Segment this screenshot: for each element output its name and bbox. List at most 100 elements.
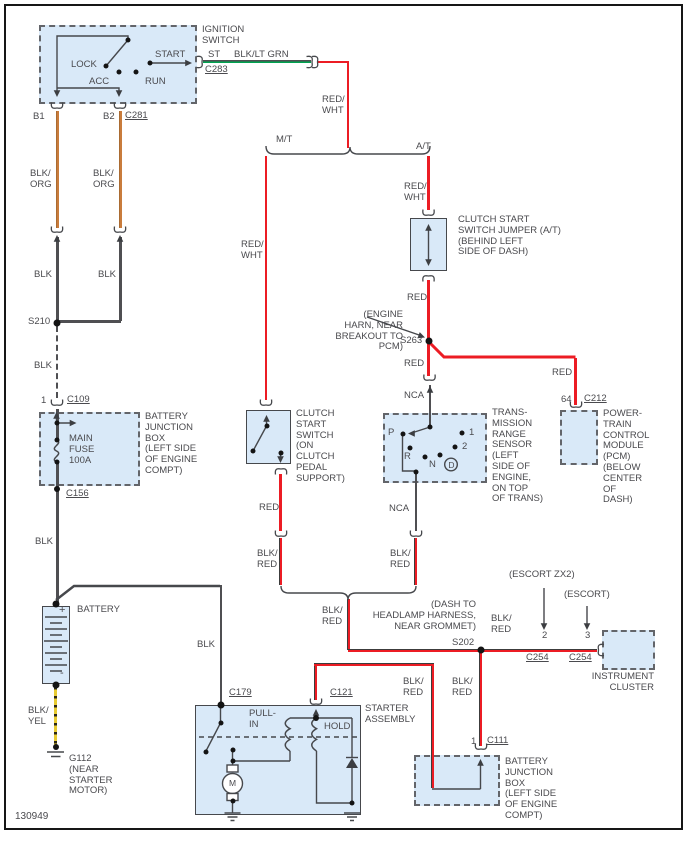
start-position: START — [155, 49, 186, 60]
c109-pin-1: 1 — [41, 395, 47, 406]
wire-c111-feed — [430, 666, 434, 788]
wire-s202-cluster — [483, 648, 597, 652]
wire-red-top-h — [317, 60, 349, 63]
trs-r: R — [404, 451, 411, 462]
wire-s202-c111 — [478, 652, 482, 746]
splice-s210: S210 — [28, 316, 51, 327]
ignition-lock-contact-dot — [103, 63, 109, 69]
wire-trs-out — [414, 473, 417, 531]
wire-b2-blk — [119, 237, 122, 321]
wire-red-wht-at: RED/ WHT — [404, 181, 427, 203]
trs-d: D — [448, 460, 455, 470]
wire-b1-blk-org — [56, 111, 59, 228]
wire-merge-down — [346, 599, 350, 650]
battery-junction-box-right-label: BATTERY JUNCTION BOX (LEFT SIDE OF ENGIN… — [505, 756, 558, 821]
connector-c283: C283 — [205, 64, 228, 75]
connector-c281: C281 — [125, 110, 148, 121]
pcm-label: POWER- TRAIN CONTROL MODULE (PCM) (BELOW… — [603, 408, 650, 506]
branch-at: A/T — [416, 141, 431, 152]
ground-g112-label: G112 (NEAR STARTER MOTOR) — [69, 753, 113, 797]
trs-p: P — [388, 427, 395, 438]
clutch-jumper-label: CLUTCH START SWITCH JUMPER (A/T) (BEHIND… — [458, 214, 561, 258]
wire-at-red — [427, 156, 430, 210]
wire-nca-bottom: NCA — [389, 503, 410, 514]
css-pivot-dot — [264, 423, 269, 429]
b1-pin: B1 — [33, 111, 45, 122]
battery-negative-dot — [52, 681, 60, 689]
battery-minus: - — [60, 667, 64, 679]
trs-dot — [437, 452, 443, 458]
wire-s263-down — [427, 344, 430, 376]
wire-blk-yel — [53, 687, 57, 745]
wire-red-pcm: RED — [552, 367, 573, 378]
main-fuse-label: MAIN FUSE 100A — [69, 433, 95, 466]
trs-2: 2 — [462, 441, 468, 452]
splice-s263-dot — [425, 337, 433, 345]
c111-pin-1: 1 — [471, 736, 477, 747]
wire-c156-battery — [56, 490, 59, 604]
splice-s263: S263 — [400, 335, 423, 346]
connector-c212: C212 — [584, 393, 607, 404]
c212-pin-64: 64 — [561, 394, 572, 405]
wire-blk-org-b1: BLK/ ORG — [30, 168, 52, 190]
ignition-run-contact-dot — [133, 69, 139, 74]
css-contact-dot — [278, 450, 283, 456]
escort-note: (ESCORT) — [564, 589, 610, 600]
wire-blk-b2: BLK — [98, 269, 116, 280]
trs-2-dot — [452, 444, 458, 450]
wire-red-wht-mt: RED/ WHT — [241, 239, 264, 261]
trs-n: N — [429, 459, 436, 470]
trs-dot — [407, 445, 413, 451]
css-lever-dot — [250, 448, 256, 454]
wire-red-top-v — [346, 62, 350, 148]
clutch-jumper-box — [410, 218, 447, 271]
trans-range-sensor-box — [383, 413, 487, 483]
lock-position: LOCK — [71, 59, 97, 70]
wire-bjb-internal-b — [56, 462, 59, 489]
clutch-start-switch-label: CLUTCH START SWITCH (ON CLUTCH PEDAL SUP… — [296, 408, 345, 484]
run-position: RUN — [145, 76, 166, 87]
trans-range-sensor-label: TRANS- MISSION RANGE SENSOR (LEFT SIDE O… — [492, 407, 544, 505]
starter-junction-dot — [230, 758, 235, 764]
pull-in-coil-label: PULL- IN — [249, 708, 276, 730]
connector-c254-b: C254 — [569, 652, 592, 663]
fuse-terminal-dot — [54, 459, 60, 465]
instrument-cluster-box — [602, 630, 655, 670]
battery-junction-box-right — [414, 755, 500, 806]
ignition-switch-title: IGNITION SWITCH — [202, 24, 245, 46]
diagram-number: 130949 — [15, 811, 49, 822]
trs-pivot-dot — [427, 424, 433, 430]
branch-mt: M/T — [276, 134, 293, 145]
diagram-border — [4, 4, 683, 830]
trs-1-dot — [459, 430, 465, 436]
battery-box — [42, 606, 70, 684]
acc-position: ACC — [89, 76, 110, 87]
motor-m: M — [228, 778, 237, 788]
ignition-switch-box — [39, 25, 197, 104]
starter-assembly-label: STARTER ASSEMBLY — [365, 703, 416, 725]
instrument-cluster-label: INSTRUMENT CLUSTER — [591, 671, 654, 693]
trs-output-dot — [413, 469, 418, 475]
hold-coil-label: HOLD — [324, 721, 351, 732]
connector-c254-a: C254 — [526, 652, 549, 663]
connector-c109: C109 — [67, 394, 90, 405]
battery-label: BATTERY — [77, 604, 120, 615]
wire-blk-red-c111: BLK/ RED — [452, 676, 473, 698]
wire-battery-starter — [219, 585, 222, 705]
wire-blk-lt-grn: BLK/LT GRN — [234, 49, 289, 60]
ignition-start-contact-dot — [147, 60, 153, 66]
engine-harn-note: (ENGINE HARN, NEAR BREAKOUT TO PCM) — [335, 309, 403, 353]
wire-blk-dashed — [56, 326, 58, 398]
starter-contact-dot — [230, 747, 235, 753]
wire-red-jumper: RED — [407, 292, 428, 303]
wire-blk-c156: BLK — [35, 536, 53, 547]
wire-blk-red-css: BLK/ RED — [257, 548, 278, 570]
wire-css-out-blkred — [278, 538, 282, 585]
trs-1: 1 — [469, 427, 475, 438]
diode-ground-dot — [349, 800, 355, 806]
wire-b1-blk — [56, 237, 59, 323]
connector-c179: C179 — [229, 687, 252, 698]
wire-blk-starter: BLK — [197, 639, 215, 650]
wire-blk-lt-grn — [203, 60, 311, 64]
